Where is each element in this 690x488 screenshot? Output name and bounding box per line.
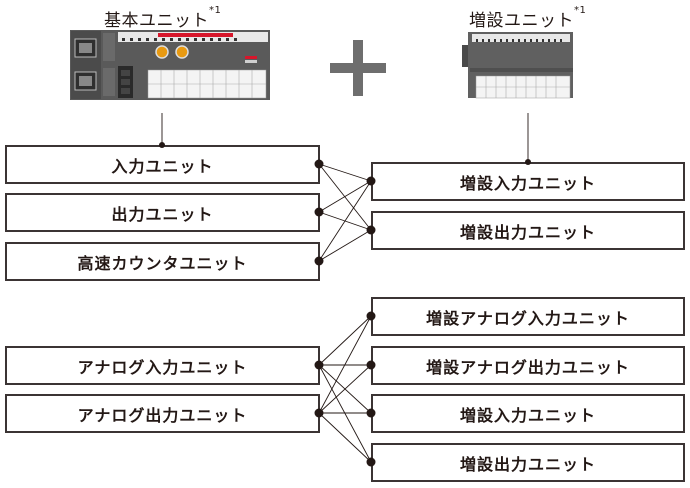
basic-unit-title: 基本ユニット*1 [104, 5, 222, 31]
basic-unit-label: 基本ユニット [104, 11, 209, 31]
connector-line [318, 364, 372, 414]
extension-analog-input-unit-label: 増設アナログ入力ユニット [426, 308, 630, 328]
extension-output-unit-box: 増設出力ユニット [371, 211, 685, 250]
extension-output-unit-box-2: 増設出力ユニット [371, 443, 685, 482]
connector-line [318, 364, 372, 463]
connector-line [318, 163, 372, 231]
rotary-switch-icon [175, 45, 189, 59]
extension-output-unit-label: 増設出力ユニット [459, 454, 596, 474]
connector-line [318, 180, 372, 213]
extension-input-unit-label: 増設入力ユニット [459, 405, 596, 425]
connector-line [318, 180, 372, 262]
connector-line [318, 315, 372, 414]
extension-output-unit-label: 増設出力ユニット [459, 222, 596, 242]
analog-output-unit-label: アナログ出力ユニット [77, 405, 248, 425]
output-unit-label: 出力ユニット [111, 204, 214, 224]
high-speed-counter-unit-box: 高速カウンタユニット [5, 242, 320, 281]
input-unit-label: 入力ユニット [111, 156, 214, 176]
connector-line [318, 229, 372, 262]
connector-line [318, 211, 372, 231]
extension-unit-footnote: *1 [574, 5, 587, 16]
connector-line [318, 364, 372, 414]
plus-icon [330, 40, 386, 96]
extension-unit-title: 増設ユニット*1 [469, 5, 587, 31]
connector-line [318, 163, 372, 182]
connector-line [318, 315, 372, 366]
extension-input-unit-box-2: 増設入力ユニット [371, 394, 685, 433]
extension-input-unit-box: 増設入力ユニット [371, 162, 685, 201]
analog-output-unit-box: アナログ出力ユニット [5, 394, 320, 433]
extension-input-unit-label: 増設入力ユニット [459, 173, 596, 193]
extension-unit-image [462, 32, 573, 99]
basic-unit-image [70, 30, 270, 100]
analog-input-unit-box: アナログ入力ユニット [5, 346, 320, 385]
rotary-switch-icon [155, 45, 169, 59]
extension-unit-label: 増設ユニット [469, 11, 574, 31]
basic-unit-footnote: *1 [209, 5, 222, 16]
extension-analog-output-unit-label: 増設アナログ出力ユニット [426, 357, 630, 377]
analog-input-unit-label: アナログ入力ユニット [77, 357, 248, 377]
output-unit-box: 出力ユニット [5, 193, 320, 232]
led-indicators [158, 33, 233, 37]
high-speed-counter-unit-label: 高速カウンタユニット [77, 253, 248, 273]
extension-analog-input-unit-box: 増設アナログ入力ユニット [371, 297, 685, 336]
connector-line [318, 412, 372, 463]
input-unit-box: 入力ユニット [5, 145, 320, 184]
extension-analog-output-unit-box: 増設アナログ出力ユニット [371, 346, 685, 385]
